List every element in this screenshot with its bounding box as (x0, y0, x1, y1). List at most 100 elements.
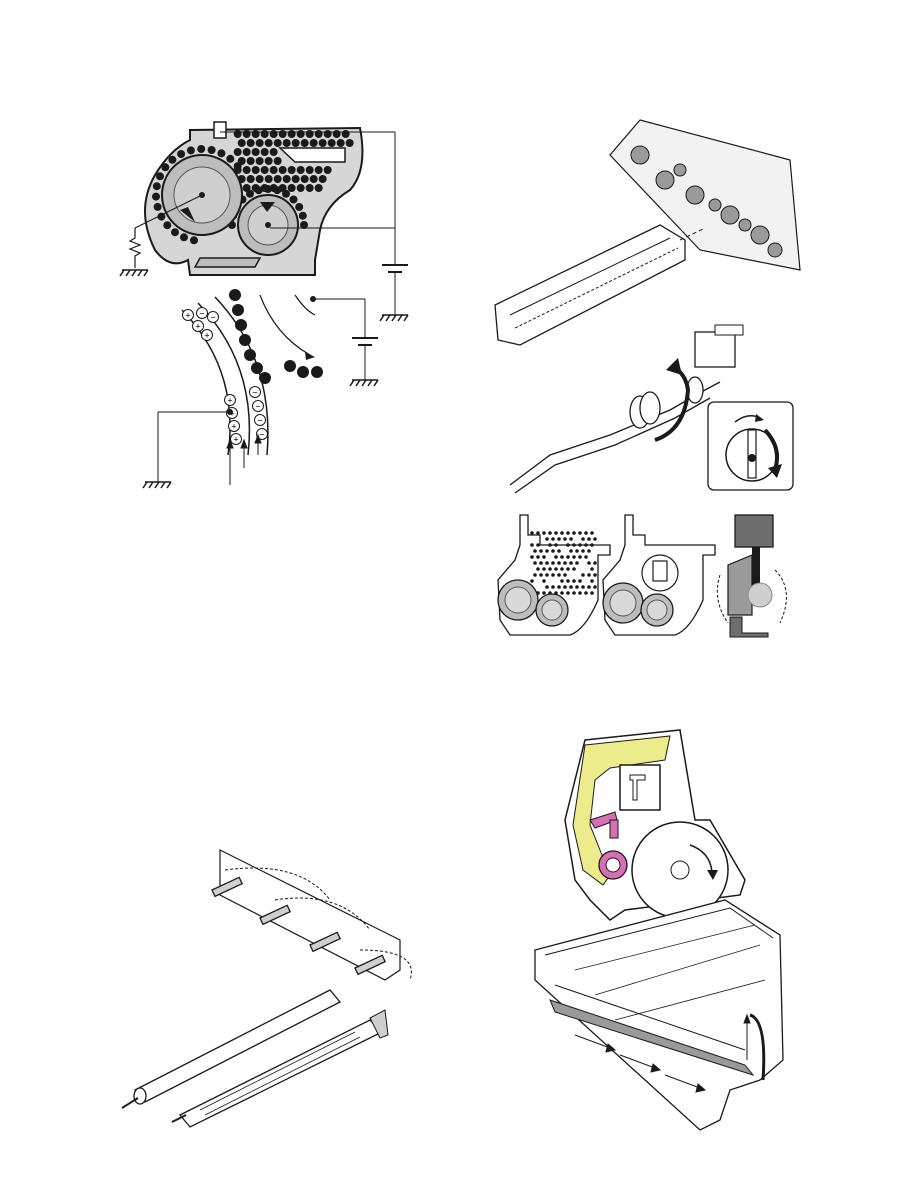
toner-particle (581, 537, 585, 541)
toner-particle (270, 130, 278, 138)
toner-particle (288, 130, 296, 138)
toner-particle (283, 139, 291, 147)
developer-unit-diagram (490, 100, 810, 500)
toner-particle (575, 549, 579, 553)
toner-particle (261, 148, 269, 156)
toner-particle (569, 537, 573, 541)
toner-particle (274, 175, 282, 183)
ground-symbol-icon (380, 315, 408, 321)
drum-cartridge-diagram (515, 720, 805, 1140)
toner-particle (319, 139, 327, 147)
toner-particle (545, 561, 549, 565)
toner-particle (539, 561, 543, 565)
toner-particle (590, 543, 594, 547)
toner-particle (551, 585, 555, 589)
toner-particle (593, 585, 597, 589)
bottom-guide (195, 258, 260, 267)
toner-agitation-figure (490, 505, 810, 655)
toner-particle (566, 591, 570, 595)
toner-particle (575, 561, 579, 565)
toner-particle (299, 212, 307, 220)
toner-particle (569, 549, 573, 553)
toner-particle (255, 186, 263, 194)
toner-particle (554, 555, 558, 559)
charge-symbol: − (199, 309, 204, 319)
charge-symbol: − (255, 402, 260, 412)
charge-symbol: + (231, 422, 236, 432)
toner-particle (315, 184, 323, 192)
toner-particle (572, 567, 576, 571)
toner-particle (572, 555, 576, 559)
toner-particle (217, 149, 225, 157)
toner-particle (578, 543, 582, 547)
charge-symbol: − (252, 388, 257, 398)
toner-particle (560, 567, 564, 571)
charge-symbol: + (233, 435, 238, 445)
developer-cartridge (495, 225, 685, 345)
toner-particle (256, 157, 264, 165)
toner-particle (542, 531, 546, 535)
toner-particle (337, 139, 345, 147)
toner-particle (545, 585, 549, 589)
toner-particle (548, 531, 552, 535)
toner-particle (252, 148, 260, 156)
toner-particle (243, 130, 251, 138)
charge-symbol: + (227, 396, 232, 406)
toner-level-sensor (214, 122, 226, 138)
toner-particle (536, 531, 540, 535)
toner-particle (530, 543, 534, 547)
drum-cartridge-figure (515, 720, 805, 1140)
toner-particle (536, 567, 540, 571)
toner-particle (168, 156, 176, 164)
toner-particle (292, 175, 300, 183)
toner-particle (581, 573, 585, 577)
toner-particle (542, 555, 546, 559)
toner-particle (536, 555, 540, 559)
transfer-roller-diagram (100, 840, 440, 1130)
toner-particle (566, 555, 570, 559)
toner-particle (243, 166, 251, 174)
toner-particle (282, 190, 290, 198)
toner-particle (310, 175, 318, 183)
toner-particle (328, 139, 336, 147)
toner-particle (536, 543, 540, 547)
toner-agitation-diagram (490, 505, 810, 655)
toner-particle (279, 130, 287, 138)
toner-particle (572, 591, 576, 595)
toner-particle (581, 549, 585, 553)
toner-particle (197, 145, 205, 153)
toner-particle (310, 139, 318, 147)
toner-particle (566, 567, 570, 571)
toner-particle (247, 175, 255, 183)
toner-particle (279, 166, 287, 174)
toner-particle (288, 184, 296, 192)
agitation-state-empty (603, 515, 715, 635)
toner-particle (342, 130, 350, 138)
toner-particle (264, 185, 272, 193)
arrow-icon (305, 352, 315, 360)
charge-symbol: + (204, 331, 209, 341)
toner-particle (572, 543, 576, 547)
positive-charges: +++++++ (183, 310, 242, 445)
toner-particle (274, 139, 282, 147)
ground-symbol-icon (350, 380, 378, 386)
transfer-roller-figure (100, 840, 440, 1130)
toner-particle (572, 579, 576, 583)
toner-particle (154, 203, 162, 211)
toner-particle (533, 549, 537, 553)
toner-particle (297, 130, 305, 138)
toner-particle (584, 591, 588, 595)
charge-symbol: + (185, 311, 190, 321)
toner-particle (560, 531, 564, 535)
toner-particle (587, 573, 591, 577)
toner-particle (581, 585, 585, 589)
toner-particle (539, 573, 543, 577)
toner-particle (545, 537, 549, 541)
developer-unit-assembly-figure (490, 100, 810, 500)
coupling-bracket (695, 332, 735, 367)
toner-particle (238, 139, 246, 147)
toner-particle (180, 233, 188, 241)
toner-particle (545, 573, 549, 577)
toner-particle (283, 175, 291, 183)
toner-particle (190, 236, 198, 244)
